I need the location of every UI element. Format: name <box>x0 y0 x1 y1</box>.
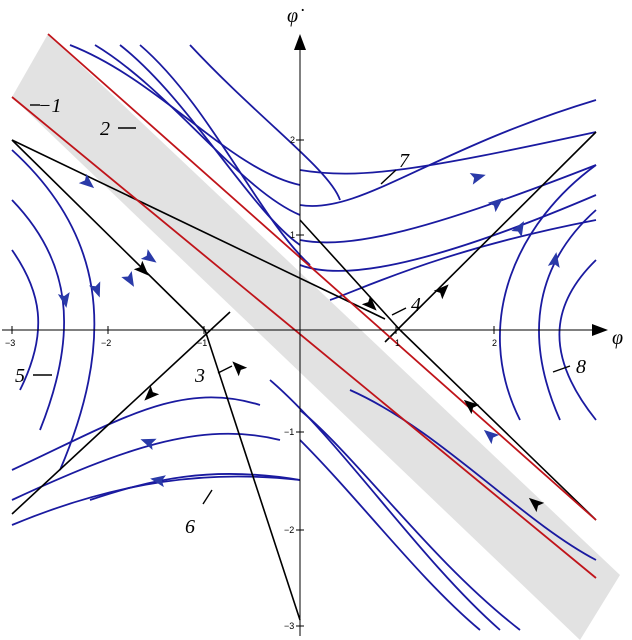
trajectory-curve <box>299 439 481 631</box>
flow-arrow <box>463 399 480 415</box>
flow-arrow <box>433 284 449 300</box>
flow-arrow <box>511 221 524 238</box>
y-tick-label: −1 <box>284 427 294 437</box>
arrow-group <box>57 173 560 513</box>
region-label-4: 4 <box>411 294 421 316</box>
y-tick-label: 1 <box>290 230 295 240</box>
boundary-upper <box>11 96 597 579</box>
flow-arrow <box>547 252 560 268</box>
flow-arrow <box>78 173 95 189</box>
region-label-3: 3 <box>194 365 205 387</box>
y-tick-label: −2 <box>284 525 294 535</box>
region-label-7: 7 <box>399 150 410 172</box>
flow-arrow <box>528 497 545 513</box>
trajectory-curve <box>538 209 597 421</box>
flow-arrow <box>469 173 486 185</box>
trajectory-curve <box>94 44 301 216</box>
trajectory-curve <box>498 164 597 421</box>
y-tick-label: 2 <box>290 135 295 145</box>
x-axis-arrow <box>592 324 608 336</box>
separatrix-1 <box>11 139 386 320</box>
x-tick-label: −3 <box>5 338 15 348</box>
trajectory-curve <box>11 475 301 526</box>
separatrix-group <box>11 131 597 621</box>
x-axis-label: φ <box>612 327 623 349</box>
flow-arrow <box>133 260 149 276</box>
trajectory-curve <box>11 149 96 471</box>
flow-arrow <box>140 249 157 263</box>
trajectory-curve <box>189 44 341 201</box>
x-tick-label: 1 <box>395 338 400 348</box>
region-label-minus-1: −1 <box>38 95 62 117</box>
flow-arrow <box>232 361 248 377</box>
trajectory-curve <box>349 389 597 561</box>
region-label-2: 2 <box>100 118 110 140</box>
separatrix-5 <box>11 139 206 331</box>
region-label-8: 8 <box>576 356 586 378</box>
flow-arrow <box>361 295 377 311</box>
y-tick-label: −3 <box>284 621 294 631</box>
trajectory-curve <box>119 44 301 246</box>
trajectory-curve <box>69 44 301 186</box>
trajectory-curve <box>299 409 521 631</box>
separatrix-3 <box>384 131 597 343</box>
trajectory-curve <box>269 379 501 631</box>
trajectory-curve <box>11 396 261 471</box>
x-tick-label: 2 <box>492 338 497 348</box>
flow-arrow <box>121 270 134 287</box>
forbidden-band <box>12 34 620 640</box>
trajectory-curve <box>558 259 597 421</box>
flow-arrow <box>140 438 157 451</box>
flow-arrow <box>487 197 504 213</box>
separatrix-4 <box>399 329 597 521</box>
trajectory-curve <box>139 44 311 266</box>
flow-arrow <box>57 292 70 308</box>
region-label-5: 5 <box>15 365 25 387</box>
boundary-group <box>11 33 597 579</box>
trajectory-curve <box>329 219 597 301</box>
y-axis-arrow <box>294 34 306 50</box>
flow-arrow <box>483 429 500 445</box>
separatrix-7 <box>299 219 401 331</box>
y-axis-label: φ̇ <box>287 5 304 27</box>
axes <box>2 34 608 636</box>
trajectory-curve <box>299 194 597 272</box>
flow-arrow <box>144 385 160 401</box>
flow-arrow <box>88 281 101 298</box>
trajectory-group <box>11 44 597 631</box>
region-label-6: 6 <box>185 516 195 538</box>
trajectory-curve <box>11 432 281 501</box>
trajectory-curve <box>299 131 597 175</box>
boundary-lower <box>47 33 597 521</box>
separatrix-2 <box>11 311 231 515</box>
trajectory-curve <box>89 473 301 501</box>
trajectory-curve <box>11 249 40 391</box>
separatrix-6 <box>204 329 301 621</box>
x-tick-label: −2 <box>101 338 111 348</box>
flow-arrow <box>150 475 166 488</box>
x-tick-label: −1 <box>197 338 207 348</box>
region-labels <box>30 104 571 505</box>
trajectory-curve <box>299 99 597 207</box>
